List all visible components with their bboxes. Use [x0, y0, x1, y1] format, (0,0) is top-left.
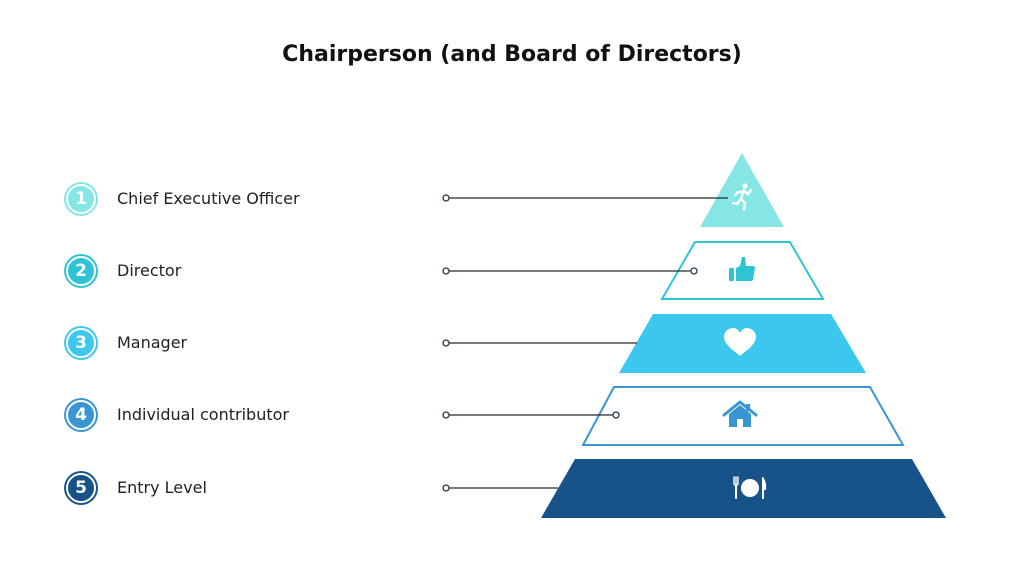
- connector-2: [442, 267, 698, 275]
- level-label: Chief Executive Officer: [117, 189, 300, 208]
- level-number-badge: 4: [66, 400, 96, 430]
- connector-1: [442, 194, 728, 202]
- level-number-badge: 2: [66, 256, 96, 286]
- level-label: Director: [117, 261, 182, 280]
- level-label: Manager: [117, 333, 188, 352]
- connector-3: [442, 339, 637, 347]
- level-row-3: 3 Manager: [0, 324, 1024, 364]
- level-row-4: 4 Individual contributor: [0, 396, 1024, 436]
- thumbs-up-icon: [729, 257, 755, 281]
- pyramid-tier-1: [700, 153, 784, 227]
- level-number-badge: 1: [66, 184, 96, 214]
- level-row-1: 1 Chief Executive Officer: [0, 180, 1024, 220]
- connector-5: [442, 484, 558, 492]
- connector-4: [442, 411, 620, 419]
- level-label: Entry Level: [117, 478, 207, 497]
- home-icon: [722, 400, 758, 427]
- level-row-5: 5 Entry Level: [0, 469, 1024, 509]
- heart-icon: [724, 328, 756, 356]
- level-row-2: 2 Director: [0, 252, 1024, 292]
- level-number-badge: 3: [66, 328, 96, 358]
- level-label: Individual contributor: [117, 405, 289, 424]
- running-person-icon: [731, 183, 753, 211]
- fork-plate-knife-icon: [733, 476, 767, 499]
- level-number-badge: 5: [66, 473, 96, 503]
- diagram-title: Chairperson (and Board of Directors): [282, 42, 742, 67]
